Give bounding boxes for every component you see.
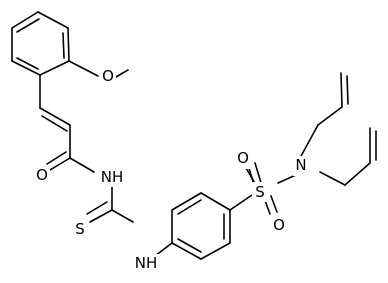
thiocarbonyl-sulfur-label: S [75,220,85,238]
sulfonyl-oxygen-top-label: O [237,149,249,167]
methoxyphenyl-ring [11,11,70,76]
aryl-nh-label: NH [135,254,158,272]
carbonyl-group [46,151,95,173]
amide-nh-label: NH [101,168,124,186]
vinyl-linker [39,74,71,159]
methoxy-oxygen-label: O [102,67,114,85]
methoxy-group [68,60,129,78]
sulfonyl-sulfur-label: S [255,183,265,201]
central-phenyl-ring [171,192,231,260]
atom-labels: O O NH S NH S O O N [34,66,309,274]
sulfonamide-nitrogen-label: N [295,156,306,174]
diallyl-group [299,72,377,186]
thiourea-group [86,183,173,257]
sulfonyl-oxygen-bottom-label: O [273,216,285,234]
carbonyl-oxygen-label: O [36,166,48,184]
